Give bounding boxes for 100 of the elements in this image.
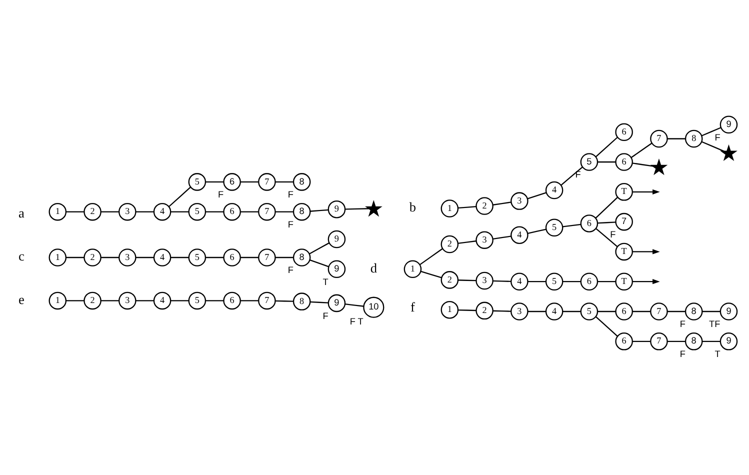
node-circle: 4 xyxy=(510,272,528,290)
node-circle: 7 xyxy=(258,202,276,220)
node-label: F xyxy=(322,310,328,320)
connector xyxy=(702,340,720,342)
connector xyxy=(101,300,119,301)
node-circle: 5 xyxy=(188,202,206,220)
node-circle: 4 xyxy=(153,291,172,310)
connector xyxy=(458,206,476,208)
arrow xyxy=(632,248,660,254)
connector xyxy=(595,196,618,218)
connector xyxy=(630,142,652,158)
label: b xyxy=(409,199,416,214)
node-circle: 3 xyxy=(476,230,494,248)
node-circle: 4 xyxy=(153,248,172,266)
node-circle: 7 xyxy=(258,172,276,190)
connector xyxy=(702,310,720,312)
node-picture xyxy=(650,158,668,175)
node-circle: 6 xyxy=(580,214,598,232)
node-picture xyxy=(364,199,382,216)
node-circle: 1 xyxy=(440,300,459,318)
node-label: F xyxy=(680,348,686,359)
node-circle: 6 xyxy=(615,332,633,350)
connector xyxy=(206,300,224,301)
connector xyxy=(595,316,618,336)
node-circle: 6 xyxy=(615,152,633,170)
node-circle: 1 xyxy=(48,291,67,310)
arrow xyxy=(632,188,660,194)
node-circle: 1 xyxy=(48,248,67,266)
label: f xyxy=(410,298,415,314)
connector xyxy=(240,300,258,301)
node-circle: 3 xyxy=(118,291,136,310)
node-circle: 2 xyxy=(476,196,494,214)
node-label: F xyxy=(610,228,616,239)
node-circle: 10 xyxy=(363,296,384,318)
node-circle: 8 xyxy=(292,172,311,190)
node-label: TF xyxy=(709,318,720,329)
node-label: F xyxy=(680,318,686,329)
node-circle: 4 xyxy=(545,180,564,199)
connector xyxy=(420,248,443,265)
connector xyxy=(598,221,616,224)
node-label: T xyxy=(714,348,720,359)
connector xyxy=(493,235,512,239)
node-circle: 4 xyxy=(510,226,528,244)
node-circle: 5 xyxy=(545,218,564,236)
connector xyxy=(66,256,84,258)
connector xyxy=(420,270,442,278)
node-circle: 6 xyxy=(223,202,241,220)
node-circle: 5 xyxy=(580,302,598,320)
connector xyxy=(596,228,618,246)
node-circle: 7 xyxy=(650,129,668,148)
connector xyxy=(493,201,512,205)
node-circle: 1 xyxy=(404,260,422,278)
label: a xyxy=(18,204,24,220)
connector xyxy=(168,186,192,207)
node-circle: 7 xyxy=(650,332,668,350)
node-circle: T xyxy=(615,272,633,290)
connector xyxy=(598,160,616,162)
connector xyxy=(206,256,224,258)
node-circle: 7 xyxy=(258,248,276,266)
connector xyxy=(275,180,294,182)
connector xyxy=(560,166,583,185)
connector xyxy=(101,256,119,258)
connector xyxy=(170,210,189,212)
node-circle: 2 xyxy=(84,248,102,266)
node-circle: 1 xyxy=(440,199,459,217)
node-circle: 9 xyxy=(328,230,346,248)
connector xyxy=(240,210,258,212)
connector xyxy=(206,180,224,182)
node-picture xyxy=(720,144,738,161)
connector xyxy=(345,208,369,210)
connector xyxy=(309,242,330,254)
node-circle: 2 xyxy=(476,301,494,320)
node-circle: 3 xyxy=(510,192,528,210)
node-circle: 8 xyxy=(292,248,311,266)
connector xyxy=(136,210,154,212)
connector xyxy=(66,210,84,212)
node-label: F xyxy=(288,264,294,275)
connector xyxy=(702,140,724,152)
node-circle: 6 xyxy=(223,248,241,266)
node-label: T xyxy=(322,276,328,286)
label: e xyxy=(18,291,24,306)
connector xyxy=(170,300,189,301)
connector xyxy=(310,259,329,267)
connector xyxy=(528,228,546,234)
connector xyxy=(562,223,581,227)
node-circle: 6 xyxy=(615,122,633,140)
connector xyxy=(101,210,119,212)
node-circle: 5 xyxy=(188,248,206,266)
node-circle: 9 xyxy=(328,260,346,278)
connector xyxy=(562,310,581,312)
connector xyxy=(632,340,650,342)
node-circle: 6 xyxy=(223,172,241,190)
connector xyxy=(528,280,546,282)
connector xyxy=(458,279,476,281)
node-circle: 8 xyxy=(684,129,703,148)
connector xyxy=(66,300,84,301)
node-circle: T xyxy=(615,182,633,200)
connector xyxy=(493,280,511,282)
node-circle: T xyxy=(615,242,633,260)
connector xyxy=(310,208,328,212)
